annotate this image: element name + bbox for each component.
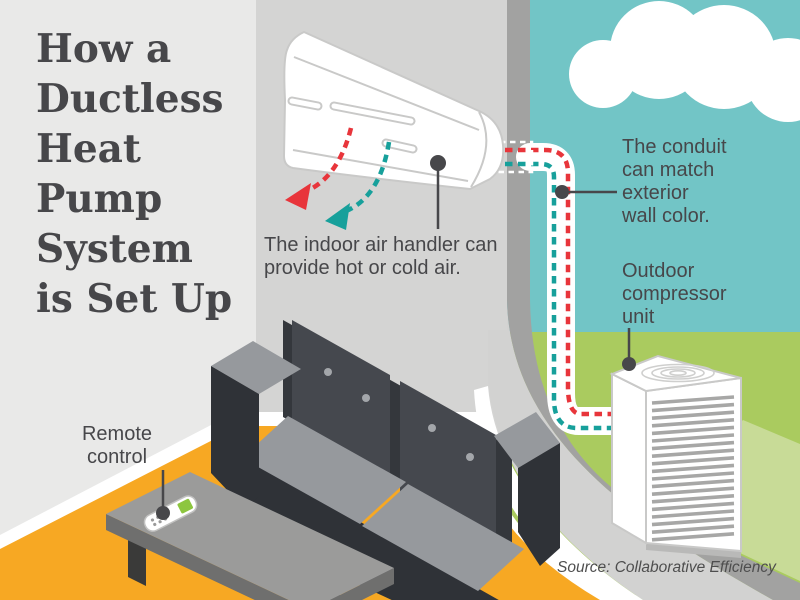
remote-control-label: Remote control [82,423,152,468]
svg-text:Remote: Remote [82,423,152,445]
page-title: How a Ductless Heat Pump System is Set U… [36,26,232,322]
svg-text:provide hot or cold air.: provide hot or cold air. [264,257,461,279]
compressor-fan-icon [641,363,715,383]
svg-text:unit: unit [622,306,655,328]
title-line: System [36,226,193,272]
svg-text:exterior: exterior [622,182,689,204]
title-line: Ductless [36,76,223,122]
cold-air-arrow [325,141,392,230]
outdoor-compressor-unit [609,354,742,558]
air-handler-leader [430,155,446,229]
remote-control [143,495,198,532]
outdoor-compressor-label: Outdoor compressor unit [622,260,727,328]
svg-text:wall color.: wall color. [621,205,710,227]
remote-screen [177,498,194,514]
remote-leader [156,470,170,520]
hot-air-arrow [285,127,354,210]
conduit-leader [555,185,617,199]
svg-text:control: control [87,446,147,468]
title-line: Pump [36,176,162,222]
svg-text:The indoor air handler can: The indoor air handler can [264,234,497,256]
svg-text:can match: can match [622,159,714,181]
compressor-leader [622,328,636,371]
svg-text:Outdoor: Outdoor [622,260,695,282]
couch [211,320,560,600]
svg-text:The conduit: The conduit [622,136,727,158]
conduit-label: The conduit can match exterior wall colo… [621,136,727,227]
cloud-icon [569,1,800,122]
title-line: How a [36,26,171,72]
svg-text:compressor: compressor [622,283,727,305]
title-line: Heat [36,126,141,172]
title-line: is Set Up [36,276,232,322]
conduit [488,140,636,435]
source-credit: Source: Collaborative Efficiency [557,559,777,576]
wall-passthrough-outline [488,140,534,174]
indoor-air-handler [282,30,505,191]
compressor-louvers [651,395,735,542]
indoor-air-handler-label: The indoor air handler can provide hot o… [264,234,497,279]
